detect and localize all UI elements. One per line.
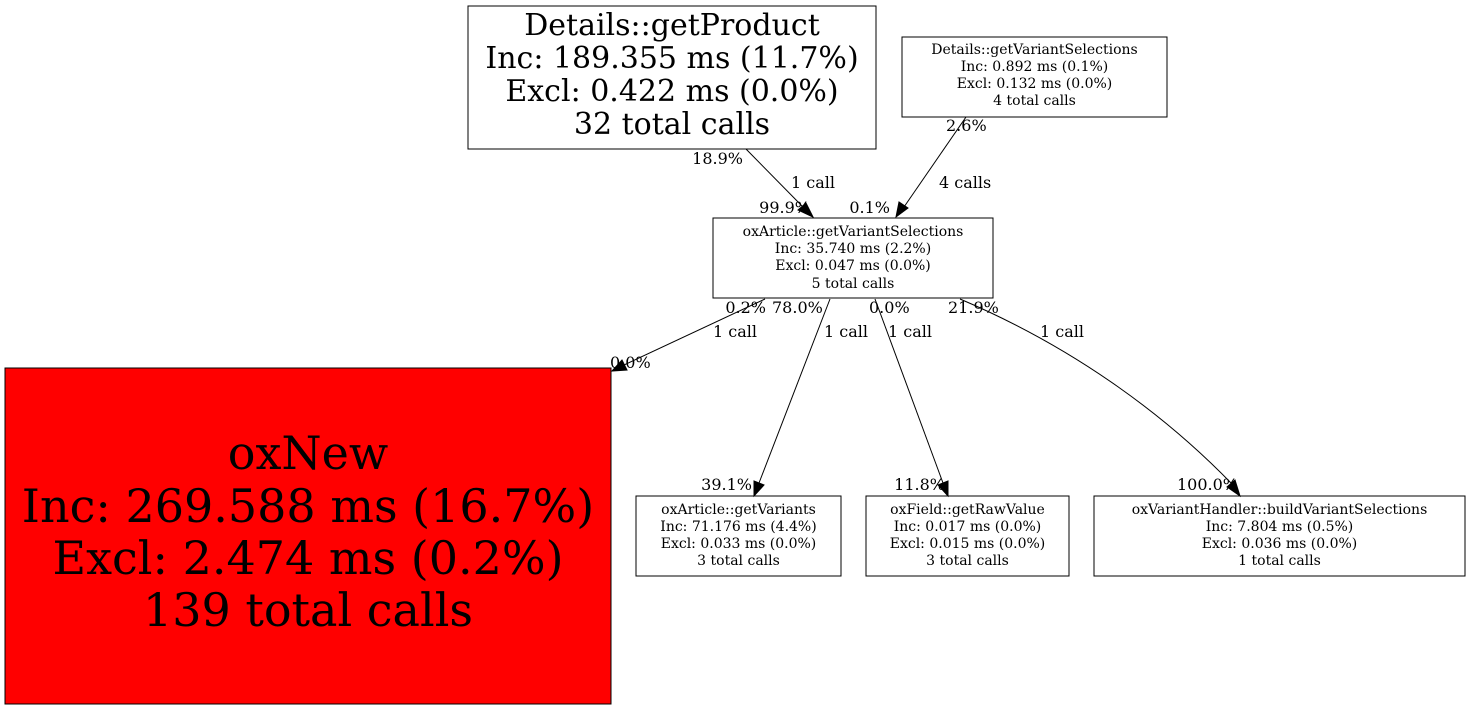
exclusive-time: Excl: 0.036 ms (0.0%) xyxy=(1202,536,1358,552)
edge-head-percent: 39.1% xyxy=(701,475,752,494)
edge-getvariantselections-to-buildvariantselections: 21.9% 1 call 100.0% xyxy=(948,298,1241,498)
total-calls: 32 total calls xyxy=(574,107,770,142)
node-box xyxy=(901,36,1168,118)
node-details-getvariantselections[interactable]: Details::getVariantSelections Inc: 0.892… xyxy=(901,36,1168,118)
exclusive-time: Excl: 0.422 ms (0.0%) xyxy=(505,74,838,109)
exclusive-time: Excl: 2.474 ms (0.2%) xyxy=(52,531,563,585)
function-name: oxNew xyxy=(228,426,388,480)
node-box xyxy=(1093,495,1466,577)
total-calls: 1 total calls xyxy=(1238,553,1321,569)
edge-call-count: 1 call xyxy=(791,173,835,192)
inclusive-time: Inc: 35.740 ms (2.2%) xyxy=(775,241,931,257)
inclusive-time: Inc: 7.804 ms (0.5%) xyxy=(1206,519,1354,535)
edge-head-percent: 0.0% xyxy=(610,353,651,372)
function-name: Details::getVariantSelections xyxy=(931,42,1137,58)
node-oxnew[interactable]: oxNew Inc: 269.588 ms (16.7%) Excl: 2.47… xyxy=(4,367,612,705)
edge-tail-percent: 21.9% xyxy=(948,298,999,317)
node-box xyxy=(4,367,612,705)
node-box xyxy=(865,495,1070,577)
node-box xyxy=(712,217,994,299)
function-name: oxVariantHandler::buildVariantSelections xyxy=(1132,502,1428,518)
node-oxvarianthandler-buildvariantselections[interactable]: oxVariantHandler::buildVariantSelections… xyxy=(1093,495,1466,577)
inclusive-time: Inc: 71.176 ms (4.4%) xyxy=(660,519,816,535)
edge-line xyxy=(874,298,944,484)
edge-getvariantselections-to-getrawvalue: 0.0% 1 call 11.8% xyxy=(869,298,949,498)
edge-tail-percent: 2.6% xyxy=(946,116,987,135)
function-name: oxField::getRawValue xyxy=(890,502,1045,518)
edge-line xyxy=(758,298,831,484)
total-calls: 3 total calls xyxy=(697,553,780,569)
edge-getproduct-to-getvariantselections: 18.9% 1 call 99.9% xyxy=(692,148,835,219)
node-oxarticle-getvariants[interactable]: oxArticle::getVariants Inc: 71.176 ms (4… xyxy=(635,495,842,577)
total-calls: 3 total calls xyxy=(926,553,1009,569)
edge-tail-percent: 18.9% xyxy=(692,149,743,168)
edge-call-count: 1 call xyxy=(1040,322,1084,341)
edge-tail-percent: 78.0% xyxy=(772,298,823,317)
edge-details-getvariantselections-to-oxarticle: 2.6% 4 calls 0.1% xyxy=(849,116,991,219)
node-oxfield-getrawvalue[interactable]: oxField::getRawValue Inc: 0.017 ms (0.0%… xyxy=(865,495,1070,577)
node-details-getproduct[interactable]: Details::getProduct Inc: 189.355 ms (11.… xyxy=(467,5,877,150)
node-oxarticle-getvariantselections[interactable]: oxArticle::getVariantSelections Inc: 35.… xyxy=(712,217,994,299)
inclusive-time: Inc: 189.355 ms (11.7%) xyxy=(485,41,858,76)
edge-head-percent: 100.0% xyxy=(1177,475,1238,494)
edge-line xyxy=(623,298,766,366)
edge-getvariantselections-to-oxnew: 0.2% 1 call 0.0% xyxy=(610,298,766,372)
function-name: oxArticle::getVariantSelections xyxy=(743,224,964,240)
node-box xyxy=(467,5,877,150)
edge-tail-percent: 0.0% xyxy=(869,298,910,317)
arrowhead xyxy=(937,480,949,498)
function-name: Details::getProduct xyxy=(524,8,820,43)
exclusive-time: Excl: 0.015 ms (0.0%) xyxy=(890,536,1046,552)
exclusive-time: Excl: 0.047 ms (0.0%) xyxy=(775,258,931,274)
arrowhead xyxy=(895,201,909,219)
edge-call-count: 1 call xyxy=(824,322,868,341)
edge-call-count: 1 call xyxy=(888,322,932,341)
exclusive-time: Excl: 0.132 ms (0.0%) xyxy=(957,76,1113,92)
exclusive-time: Excl: 0.033 ms (0.0%) xyxy=(661,536,817,552)
edge-call-count: 4 calls xyxy=(939,173,991,192)
edge-line xyxy=(903,116,967,208)
edge-head-percent: 11.8% xyxy=(894,475,945,494)
node-box xyxy=(635,495,842,577)
edge-call-count: 1 call xyxy=(713,322,757,341)
edge-head-percent: 0.1% xyxy=(849,198,890,217)
arrowhead xyxy=(797,202,815,219)
function-name: oxArticle::getVariants xyxy=(661,502,816,518)
edge-line xyxy=(959,298,1233,485)
total-calls: 4 total calls xyxy=(993,93,1076,109)
inclusive-time: Inc: 269.588 ms (16.7%) xyxy=(22,479,594,533)
total-calls: 139 total calls xyxy=(143,583,473,637)
edge-tail-percent: 0.2% xyxy=(725,298,766,317)
edge-head-percent: 99.9% xyxy=(759,198,810,217)
arrowhead xyxy=(1226,479,1241,498)
edge-getvariantselections-to-getvariants: 78.0% 1 call 39.1% xyxy=(701,298,868,498)
arrowhead xyxy=(753,480,765,498)
edge-line xyxy=(745,148,804,208)
total-calls: 5 total calls xyxy=(812,276,895,292)
arrowhead xyxy=(610,359,628,372)
inclusive-time: Inc: 0.892 ms (0.1%) xyxy=(961,59,1109,75)
inclusive-time: Inc: 0.017 ms (0.0%) xyxy=(894,519,1042,535)
